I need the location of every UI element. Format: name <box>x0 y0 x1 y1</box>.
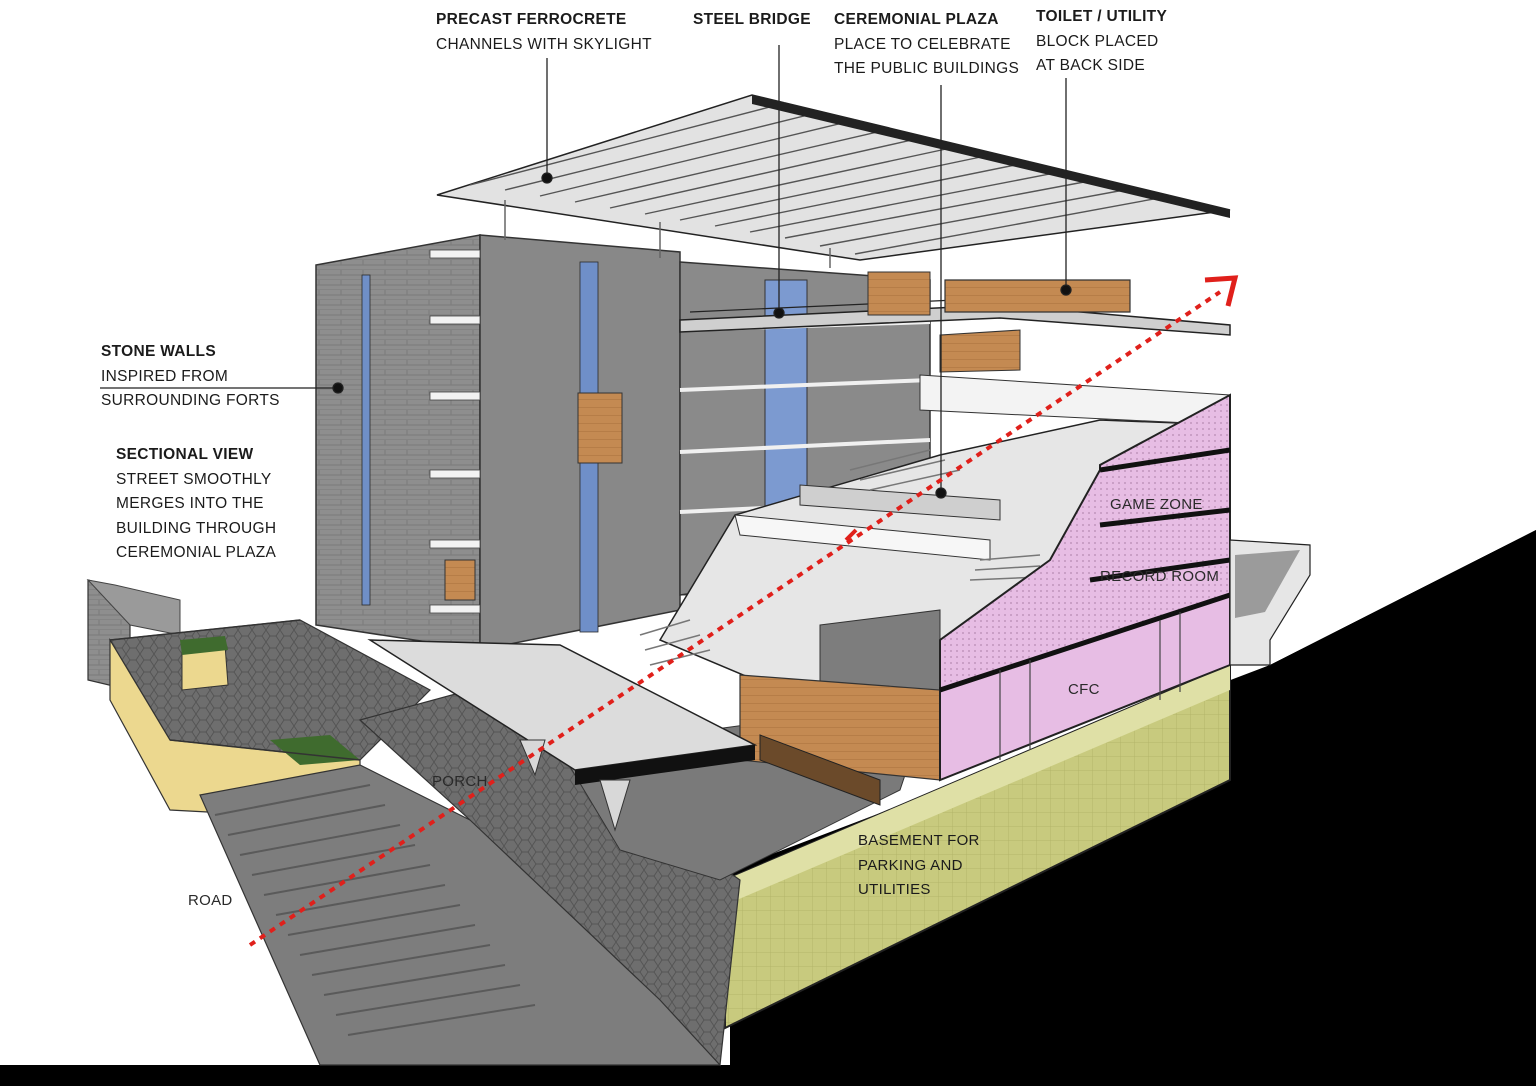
zone-cfc: CFC <box>1068 681 1100 698</box>
callout-line: MERGES INTO THE <box>116 495 264 512</box>
circulation-arrow <box>248 290 1222 947</box>
zone-road: ROAD <box>188 892 233 909</box>
zone-basement: BASEMENT FOR PARKING AND UTILITIES <box>858 829 980 903</box>
basement-line: UTILITIES <box>858 881 931 898</box>
callout-title: STEEL BRIDGE <box>693 11 811 28</box>
arrow-head <box>1204 275 1239 307</box>
callout-line: STREET SMOOTHLY <box>116 470 272 488</box>
wood-box <box>577 392 623 464</box>
callout-line: AT BACK SIDE <box>1036 57 1145 74</box>
callout-line: CEREMONIAL PLAZA <box>116 544 277 561</box>
callout-line: BUILDING THROUGH <box>116 519 277 537</box>
callout-line: PLACE TO CELEBRATE <box>834 35 1011 53</box>
callout-line: CHANNELS WITH SKYLIGHT <box>436 35 652 53</box>
zone-record-room: RECORD ROOM <box>1100 568 1220 585</box>
zone-game: GAME ZONE <box>1110 496 1203 513</box>
basement-line: PARKING AND <box>858 856 963 874</box>
callout-stone-walls: STONE WALLS INSPIRED FROM SURROUNDING FO… <box>101 340 280 414</box>
callout-precast-ferrocrete: PRECAST FERROCRETE CHANNELS WITH SKYLIGH… <box>436 8 652 57</box>
callout-title: TOILET / UTILITY <box>1036 8 1168 25</box>
callout-line: THE PUBLIC BUILDINGS <box>834 60 1020 77</box>
callout-line: BLOCK PLACED <box>1036 32 1159 50</box>
callout-title: PRECAST FERROCRETE <box>436 11 627 28</box>
zone-porch: PORCH <box>432 773 488 790</box>
callout-ceremonial-plaza: CEREMONIAL PLAZA PLACE TO CELEBRATE THE … <box>834 8 1019 82</box>
green-lawn <box>180 636 360 765</box>
callout-line: SURROUNDING FORTS <box>101 392 280 409</box>
callout-title: SECTIONAL VIEW <box>116 446 254 463</box>
callout-line: INSPIRED FROM <box>101 367 229 385</box>
utility-block <box>944 279 1131 313</box>
callout-sectional-view: SECTIONAL VIEW STREET SMOOTHLY MERGES IN… <box>116 443 276 566</box>
callout-toilet-utility: TOILET / UTILITY BLOCK PLACED AT BACK SI… <box>1036 5 1167 79</box>
basement-line: BASEMENT FOR <box>858 832 980 849</box>
callout-title: STONE WALLS <box>101 343 216 360</box>
callout-steel-bridge: STEEL BRIDGE <box>693 8 811 33</box>
callout-title: CEREMONIAL PLAZA <box>834 11 999 28</box>
bench <box>759 734 881 806</box>
ground-mass <box>0 530 1536 1086</box>
